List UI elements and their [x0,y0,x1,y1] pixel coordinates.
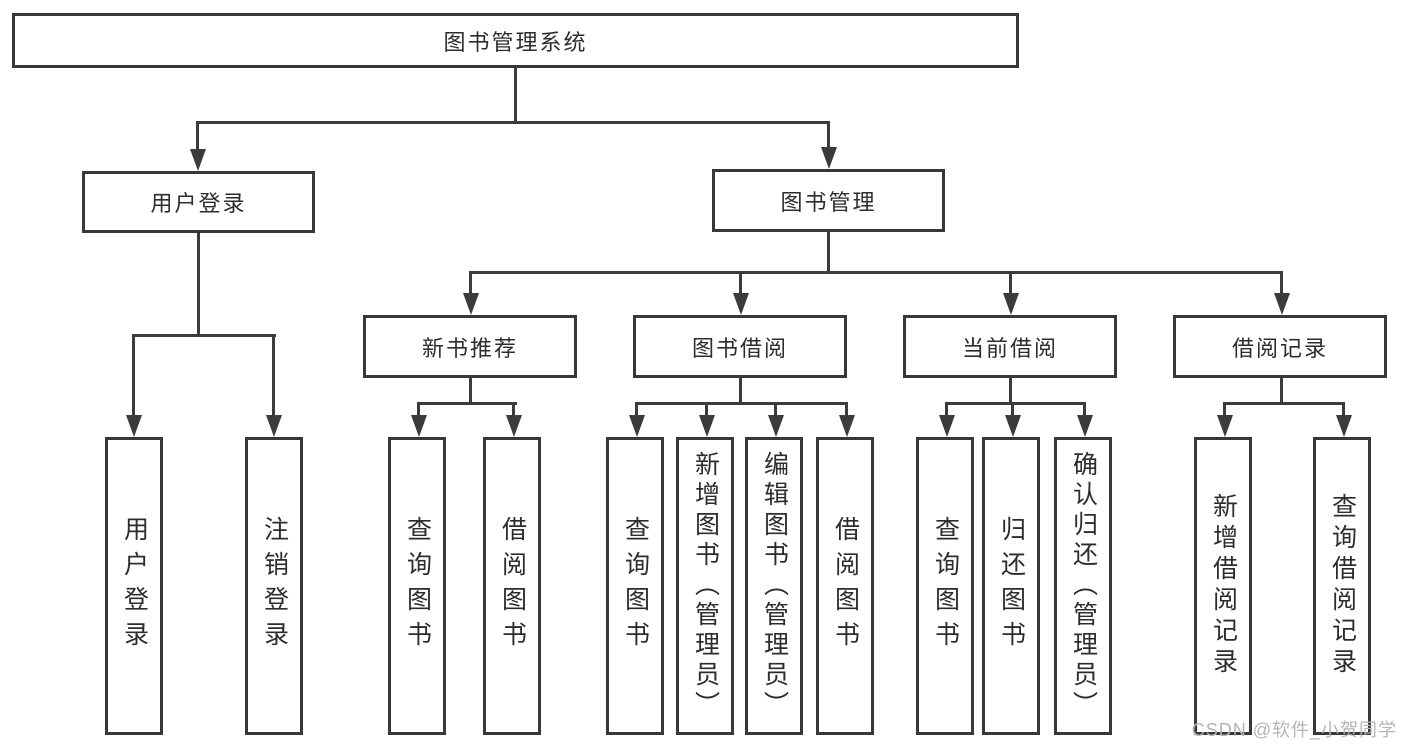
node-new-book-rec: 新书推荐 [363,315,577,378]
leaf-logout-label: 注销登录 [260,516,289,656]
leaf-cb-confirm-return-label: 确认归还（管理员） [1069,451,1098,721]
leaf-nb-borrow-book-label: 借阅图书 [498,516,527,656]
connector-drop-cb-return [1011,402,1014,418]
node-book-mgmt-label: 图书管理 [780,189,877,215]
arrowhead-user-login [190,149,206,171]
arrowhead-current-borrow [1003,293,1019,315]
connector-root-stem [514,67,517,123]
connector-drop-cb-confirm [1083,402,1086,418]
leaf-br-query-record: 查询借阅记录 [1313,437,1371,735]
arrowhead-br-query [1336,415,1352,437]
connector-drop-nb-borrow [512,402,515,418]
leaf-logout: 注销登录 [245,437,303,735]
node-book-mgmt: 图书管理 [712,169,945,232]
leaf-nb-query-book-label: 查询图书 [403,516,432,656]
connector-drop-bb-borrow [845,402,848,418]
node-borrow-record: 借阅记录 [1173,315,1387,378]
arrowhead-leaf-logout [266,415,282,437]
leaf-cb-query-book: 查询图书 [916,437,974,735]
leaf-cb-return-book: 归还图书 [982,437,1040,735]
node-borrow-record-label: 借阅记录 [1231,335,1328,361]
connector-new-book-branch [417,402,517,405]
leaf-nb-query-book: 查询图书 [388,437,446,735]
leaf-cb-query-book-label: 查询图书 [931,516,960,656]
leaf-bb-query-book-label: 查询图书 [621,516,650,656]
leaf-bb-add-book: 新增图书（管理员） [676,437,734,735]
node-book-borrow: 图书借阅 [633,315,847,378]
leaf-bb-borrow-book-label: 借阅图书 [831,516,860,656]
arrowhead-bb-query [629,415,645,437]
leaf-bb-edit-book: 编辑图书（管理员） [745,437,803,735]
connector-borrow-record-branch [1223,402,1344,405]
connector-current-borrow-branch [945,402,1086,405]
node-user-login-label: 用户登录 [150,191,247,216]
arrowhead-bb-add [699,415,715,437]
connector-borrow-record-stem [1280,377,1283,405]
connector-current-borrow-stem [1009,377,1012,405]
leaf-nb-borrow-book: 借阅图书 [483,437,541,735]
leaf-user-login: 用户登录 [105,437,163,735]
leaf-cb-return-book-label: 归还图书 [997,516,1026,656]
leaf-user-login-label: 用户登录 [120,516,149,656]
arrowhead-nb-borrow [506,415,522,437]
leaf-bb-query-book: 查询图书 [606,437,664,735]
connector-drop-br-add [1223,402,1226,418]
leaf-bb-edit-book-label: 编辑图书（管理员） [760,451,789,721]
connector-user-login-stem [197,233,200,337]
node-new-book-rec-label: 新书推荐 [421,335,518,361]
arrowhead-cb-confirm [1077,415,1093,437]
leaf-bb-borrow-book: 借阅图书 [816,437,874,735]
connector-drop-bb-query [635,402,638,418]
connector-book-borrow-stem [739,377,742,405]
connector-drop-user-login [196,121,199,151]
connector-drop-br-query [1342,402,1345,418]
node-root-system: 图书管理系统 [12,13,1019,68]
connector-drop-new-book [469,271,472,295]
connector-book-mgmt-branch [469,271,1283,274]
connector-book-borrow-branch [635,402,848,405]
node-book-borrow-label: 图书借阅 [691,335,788,361]
connector-drop-leaf-logout [272,334,275,418]
arrowhead-bb-edit [768,415,784,437]
node-current-borrow-label: 当前借阅 [961,335,1058,361]
connector-book-mgmt-stem [827,232,830,274]
connector-drop-nb-query [417,402,420,418]
node-root-label: 图书管理系统 [443,29,588,55]
connector-drop-book-mgmt [827,121,830,149]
leaf-br-add-record-label: 新增借阅记录 [1209,493,1238,679]
connector-new-book-stem [469,377,472,405]
node-user-login: 用户登录 [82,171,315,233]
connector-drop-borrow-record [1280,271,1283,295]
arrowhead-cb-return [1005,415,1021,437]
connector-drop-bb-edit [774,402,777,418]
arrowhead-bb-borrow [839,415,855,437]
leaf-cb-confirm-return: 确认归还（管理员） [1054,437,1112,735]
arrowhead-br-add [1217,415,1233,437]
leaf-br-add-record: 新增借阅记录 [1194,437,1252,735]
arrowhead-book-borrow [733,293,749,315]
leaf-br-query-record-label: 查询借阅记录 [1328,493,1357,679]
arrowhead-cb-query [939,415,955,437]
arrowhead-leaf-login [126,415,142,437]
connector-root-branch [196,121,830,124]
arrowhead-nb-query [411,415,427,437]
connector-drop-current-borrow [1009,271,1012,295]
connector-drop-leaf-login [132,334,135,418]
arrowhead-borrow-record [1274,293,1290,315]
leaf-bb-add-book-label: 新增图书（管理员） [691,451,720,721]
arrowhead-new-book [463,293,479,315]
node-current-borrow: 当前借阅 [903,315,1117,378]
connector-user-login-branch [132,334,276,337]
csdn-watermark: CSDN @软件_小贺同学 [1191,720,1397,740]
arrowhead-book-mgmt [821,147,837,169]
connector-drop-cb-query [945,402,948,418]
connector-drop-book-borrow [739,271,742,295]
connector-drop-bb-add [705,402,708,418]
